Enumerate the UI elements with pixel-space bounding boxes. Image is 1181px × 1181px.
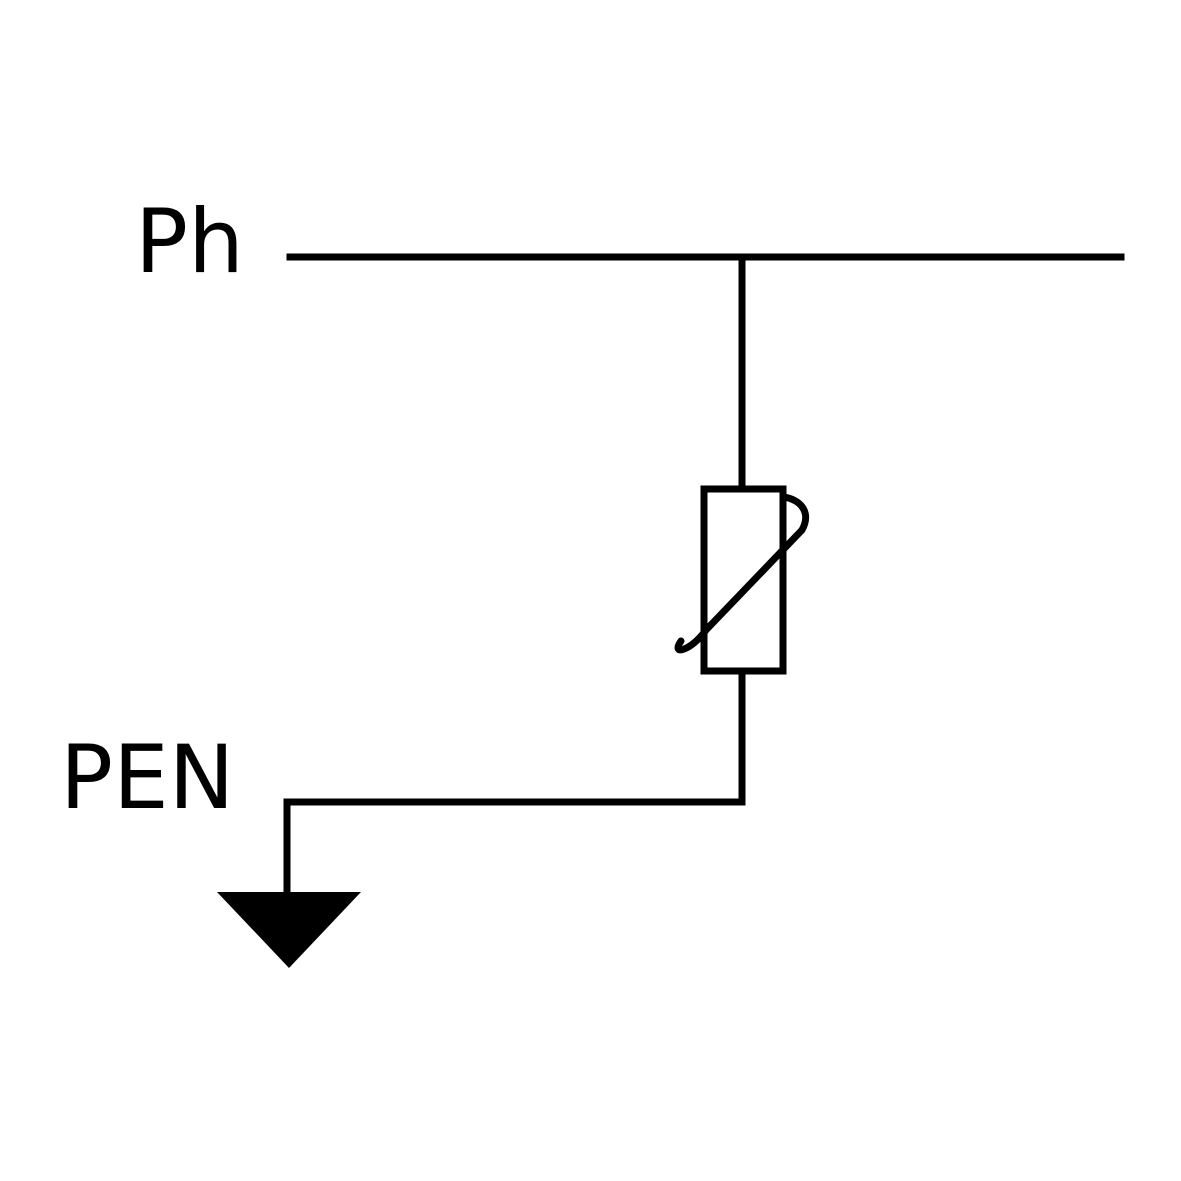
- ground-icon: [217, 892, 361, 968]
- varistor-characteristic-line: [674, 493, 810, 654]
- pen-label: PEN: [60, 726, 235, 829]
- varistor-body: [700, 485, 787, 675]
- phase-label: Ph: [135, 190, 244, 293]
- varistor-icon: [674, 485, 810, 675]
- pen-conductor: [283, 798, 746, 896]
